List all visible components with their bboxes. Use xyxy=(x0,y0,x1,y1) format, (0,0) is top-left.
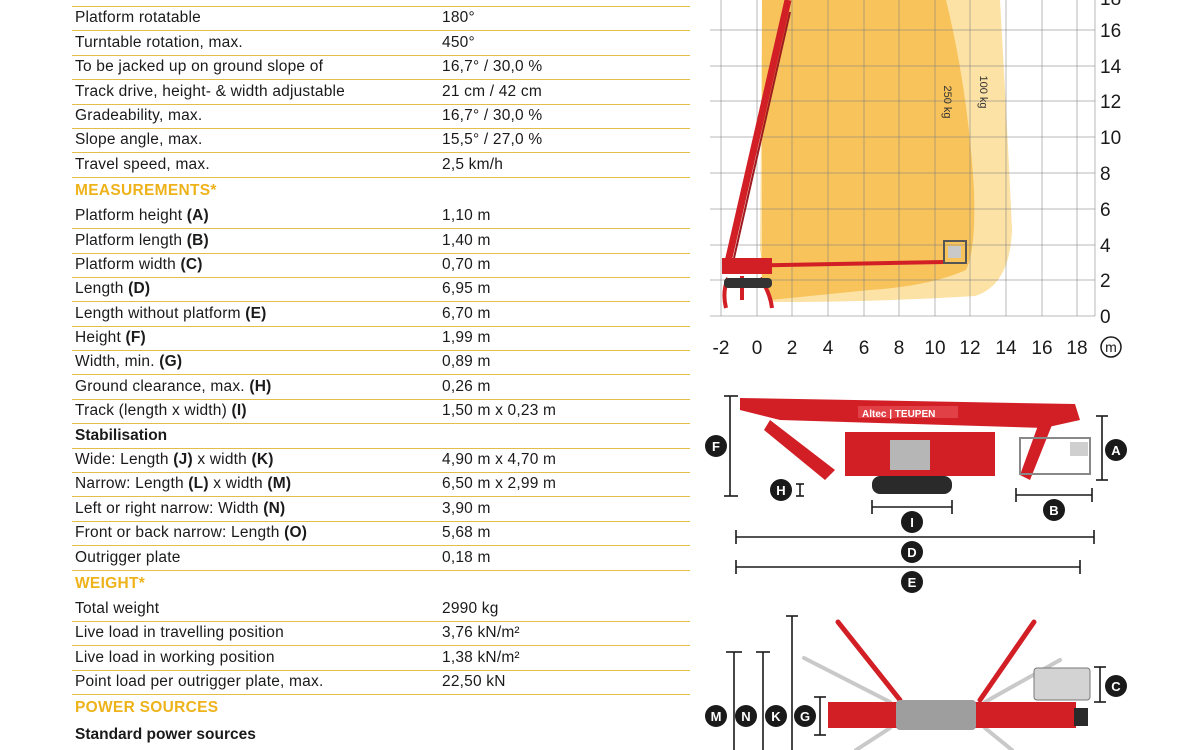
svg-text:M: M xyxy=(711,709,722,724)
svg-text:D: D xyxy=(907,545,916,560)
svg-text:E: E xyxy=(908,575,917,590)
weight-heading: WEIGHT* xyxy=(75,574,146,592)
x-tick-label: 0 xyxy=(752,338,763,359)
y-tick-label: 6 xyxy=(1100,200,1111,221)
table-row: Platform width (C)0,70 m xyxy=(72,254,690,278)
measurement-rows: Platform height (A)1,10 m Platform lengt… xyxy=(72,205,690,425)
table-row: Length without platform (E)6,70 m xyxy=(72,302,690,327)
marker-a xyxy=(1105,439,1127,461)
marker-n xyxy=(735,705,757,727)
y-tick-label: 4 xyxy=(1100,236,1111,257)
svg-text:F: F xyxy=(712,439,720,454)
marker-i xyxy=(901,511,923,533)
marker-k xyxy=(765,705,787,727)
svg-text:H: H xyxy=(776,483,785,498)
x-tick-label: 8 xyxy=(894,338,905,359)
side-markers: F H I B A D E xyxy=(705,435,1127,593)
x-tick-label: 16 xyxy=(1031,338,1052,359)
power-subheading: Standard power sources xyxy=(75,725,256,743)
table-row: Length (D)6,95 m xyxy=(72,278,690,303)
y-tick-label: 2 xyxy=(1100,271,1111,292)
table-row: Left or right narrow: Width (N)3,90 m xyxy=(72,497,690,522)
x-tick-label: 14 xyxy=(995,338,1017,359)
power-heading: POWER SOURCES xyxy=(75,699,219,717)
unit-label: m xyxy=(1100,336,1122,358)
table-row: Point load per outrigger plate, max.22,5… xyxy=(72,671,690,696)
load-label-100: 100 kg xyxy=(977,75,989,108)
table-row: Platform height (A)1,10 m xyxy=(72,205,690,230)
svg-text:B: B xyxy=(1049,503,1058,518)
marker-m xyxy=(705,705,727,727)
svg-text:C: C xyxy=(1111,679,1121,694)
x-tick-label: 6 xyxy=(859,338,870,359)
table-row-partial xyxy=(72,0,690,7)
side-view-diagram: Altec | TEUPEN F H I B A D E xyxy=(705,395,1127,593)
y-tick-label: 12 xyxy=(1100,92,1121,113)
y-tick-label: 8 xyxy=(1100,164,1111,185)
table-row: Width, min. (G)0,89 m xyxy=(72,351,690,376)
table-row: Travel speed, max.2,5 km/h xyxy=(72,153,690,178)
table-row: Narrow: Length (L) x width (M)6,50 m x 2… xyxy=(72,473,690,498)
table-row: Gradeability, max.16,7° / 30,0 % xyxy=(72,105,690,129)
marker-c xyxy=(1105,675,1127,697)
load-label-250: 250 kg xyxy=(941,85,953,118)
marker-h xyxy=(770,479,792,501)
stabilisation-rows: Wide: Length (J) x width (K)4,90 m x 4,7… xyxy=(72,449,690,571)
table-row: Platform length (B)1,40 m xyxy=(72,229,690,254)
top-view-diagram: M N K G C xyxy=(705,615,1127,750)
working-range-diagram: -2 0 2 4 6 8 10 12 14 16 18 0 2 4 6 8 10… xyxy=(710,0,1122,359)
marker-e xyxy=(901,571,923,593)
y-tick-label: 18 xyxy=(1100,0,1121,10)
top-dimension-lines xyxy=(726,615,1106,750)
y-tick-label: 0 xyxy=(1100,307,1111,328)
x-tick-label: 10 xyxy=(924,338,945,359)
marker-d xyxy=(901,541,923,563)
y-tick-label: 16 xyxy=(1100,21,1121,42)
table-row: Slope angle, max.15,5° / 27,0 % xyxy=(72,129,690,154)
table-row: Wide: Length (J) x width (K)4,90 m x 4,7… xyxy=(72,449,690,474)
x-tick-label: 18 xyxy=(1066,338,1087,359)
table-row: Height (F)1,99 m xyxy=(72,327,690,352)
y-tick-label: 10 xyxy=(1100,128,1121,149)
marker-f xyxy=(705,435,727,457)
table-row: Front or back narrow: Length (O)5,68 m xyxy=(72,522,690,547)
x-tick-label: 2 xyxy=(787,338,798,359)
x-tick-label: -2 xyxy=(713,338,730,359)
unit-circle xyxy=(1100,336,1122,358)
x-tick-label: 12 xyxy=(959,338,980,359)
stabilisation-heading: Stabilisation xyxy=(72,424,690,449)
y-tick-label: 14 xyxy=(1100,57,1122,78)
table-row: Track (length x width) (I)1,50 m x 0,23 … xyxy=(72,400,690,425)
side-dimension-lines xyxy=(724,395,1108,574)
marker-b xyxy=(1043,499,1065,521)
x-tick-label: 4 xyxy=(823,338,834,359)
svg-text:G: G xyxy=(800,709,810,724)
x-tick-labels: -2 0 2 4 6 8 10 12 14 16 18 xyxy=(713,338,1088,359)
top-markers: M N K G C xyxy=(705,675,1127,727)
load-envelope-inner xyxy=(761,0,975,300)
table-row: Ground clearance, max. (H)0,26 m xyxy=(72,375,690,400)
brand-logo: Altec | TEUPEN xyxy=(862,409,935,420)
unit-text: m xyxy=(1105,339,1117,355)
table-row: Turntable rotation, max.450° xyxy=(72,31,690,56)
boom-lift-elevated xyxy=(722,0,967,309)
svg-text:I: I xyxy=(910,515,914,530)
svg-text:N: N xyxy=(741,709,750,724)
svg-text:A: A xyxy=(1111,443,1121,458)
marker-g xyxy=(794,705,816,727)
measurements-heading: MEASUREMENTS* xyxy=(75,181,217,199)
svg-text:K: K xyxy=(771,709,781,724)
y-tick-labels: 0 2 4 6 8 10 12 14 16 18 xyxy=(1100,0,1122,328)
